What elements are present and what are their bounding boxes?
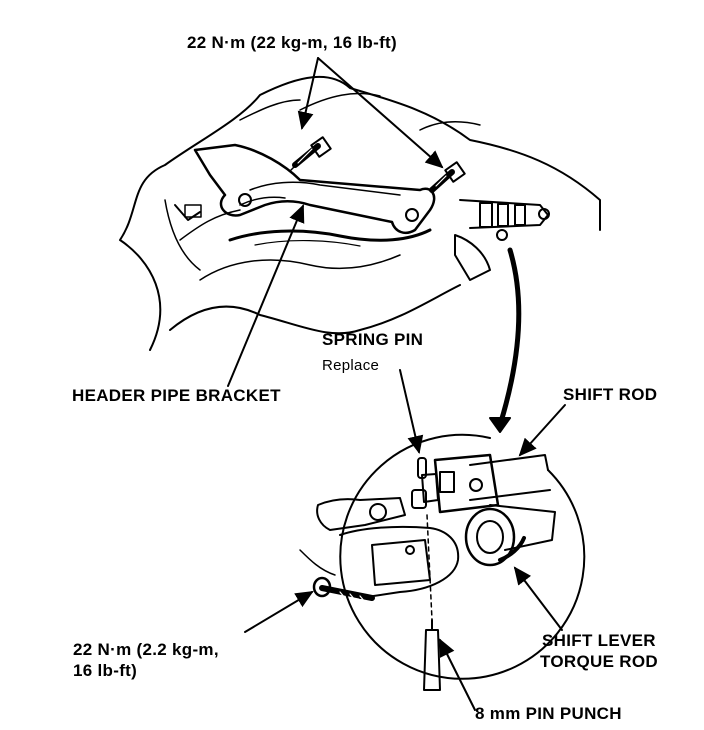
- detail-circle: [339, 433, 586, 680]
- leader-spring-pin: [399, 369, 424, 454]
- label-pin-punch: 8 mm PIN PUNCH: [475, 704, 622, 723]
- label-shift-lever-torque-rod: SHIFT LEVER TORQUE ROD: [540, 630, 658, 672]
- leader-torque-top-right: [317, 57, 444, 169]
- detail-callout-arrow: [489, 247, 522, 433]
- transmission-housing: [119, 75, 601, 351]
- label-torque-upper-bolts: 22 N·m (22 kg-m, 16 lb-ft): [187, 33, 397, 52]
- leader-lines: [227, 57, 566, 711]
- leader-header-bracket: [227, 204, 305, 387]
- leader-torque-bottom: [244, 590, 314, 633]
- label-shift-lever-line2: TORQUE ROD: [540, 652, 658, 671]
- label-torque-lower-line1: 22 N·m (2.2 kg-m,: [73, 640, 219, 659]
- torque-rod-detail: [464, 504, 556, 567]
- leader-pin-punch: [439, 638, 476, 711]
- label-replace: Replace: [322, 357, 380, 374]
- label-torque-lower-line2: 16 lb-ft): [73, 661, 138, 680]
- label-header-pipe-bracket: HEADER PIPE BRACKET: [72, 386, 281, 405]
- shift-rod-detail: [411, 453, 551, 691]
- bracket-bolts-upper: [290, 136, 466, 193]
- leader-shift-lever: [513, 566, 563, 631]
- torque-rod-bolt: [312, 576, 375, 603]
- leader-torque-top-left: [297, 57, 319, 130]
- label-spring-pin: SPRING PIN: [322, 330, 424, 349]
- shift-rod-joint-upper: [454, 199, 550, 281]
- label-shift-rod: SHIFT ROD: [563, 385, 658, 404]
- label-torque-lower-bolt: 22 N·m (2.2 kg-m, 16 lb-ft): [73, 639, 219, 681]
- header-pipe-bracket-shape: [174, 143, 436, 234]
- label-shift-lever-line1: SHIFT LEVER: [542, 631, 656, 650]
- leader-shift-rod: [518, 404, 566, 457]
- transmission-case-detail: [299, 497, 460, 599]
